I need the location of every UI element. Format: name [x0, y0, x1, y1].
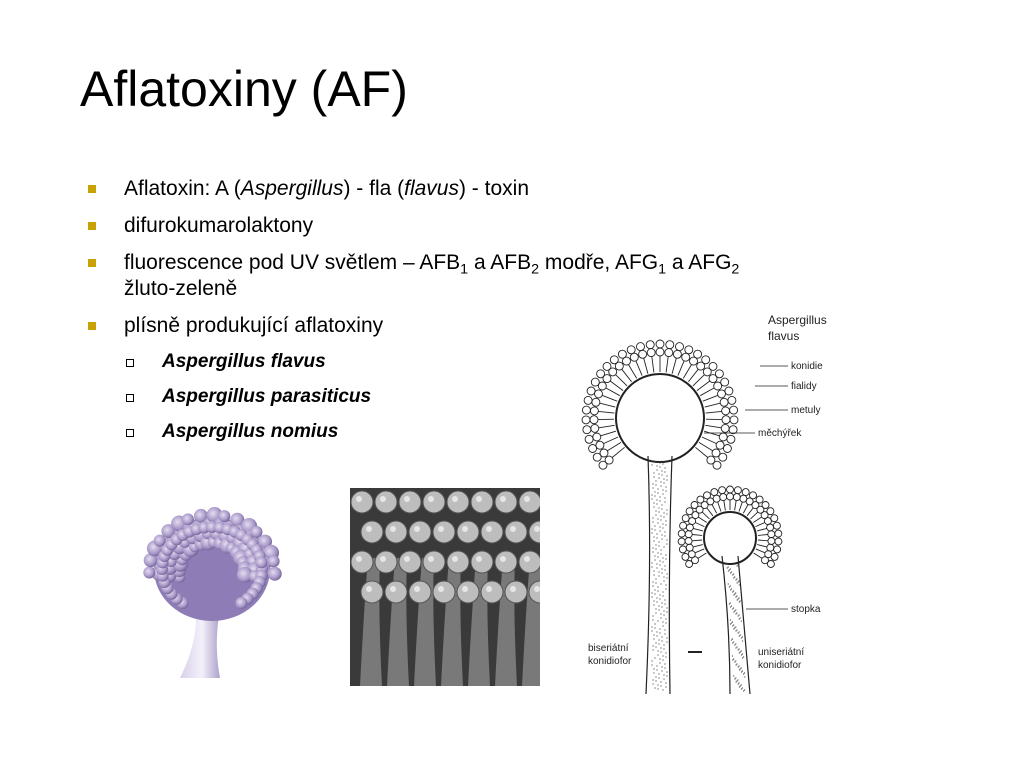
bullet-text: Aflatoxin: A (	[124, 177, 241, 200]
square-bullet-icon	[88, 322, 96, 330]
bullet-text: a AFB	[468, 251, 532, 274]
sub-bullet-text: Aspergillus nomius	[162, 421, 339, 442]
square-bullet-icon	[88, 259, 96, 267]
bullet-text: difurokumarolaktony	[124, 214, 314, 237]
bullet-text: fluorescence pod UV světlem – AFB	[124, 251, 461, 274]
bullet-genus: Aspergillus	[240, 177, 344, 200]
label-konidie: konidie	[791, 361, 823, 372]
bullet-item: difurokumarolaktony	[88, 213, 908, 239]
purple-conidiophore-illustration	[143, 507, 282, 678]
hollow-square-bullet-icon	[126, 359, 134, 367]
bullet-text: ) - fla (	[343, 177, 405, 200]
sub-bullet-item: Aspergillus parasiticus	[126, 385, 908, 409]
subscript: 1	[460, 261, 469, 278]
bullet-text: a AFG	[666, 251, 732, 274]
label-fialidy: fialidy	[791, 381, 817, 392]
sub-bullet-text: Aspergillus flavus	[162, 351, 326, 372]
right-caption: konidiofor	[758, 660, 802, 671]
sub-bullet-item: Aspergillus nomius	[126, 420, 908, 444]
left-caption: biseriátní	[588, 643, 629, 654]
bullet-text: ) - toxin	[458, 177, 529, 200]
subscript: 2	[531, 261, 540, 278]
sub-bullet-text: Aspergillus parasiticus	[162, 386, 372, 407]
slide-title: Aflatoxiny (AF)	[80, 61, 408, 117]
label-mechyrek: měchýřek	[758, 428, 802, 439]
bullet-item: fluorescence pod UV světlem – AFB1 a AFB…	[88, 250, 908, 302]
bullet-text: modře, AFG	[539, 251, 659, 274]
subscript: 1	[658, 261, 667, 278]
diagram-title: Aspergillus	[768, 313, 827, 327]
square-bullet-icon	[88, 185, 96, 193]
label-metuly: metuly	[791, 405, 820, 416]
square-bullet-icon	[88, 222, 96, 230]
right-caption: uniseriátní	[758, 647, 804, 658]
bullet-species: flavus	[404, 177, 459, 200]
bullet-text: žluto-zeleně	[124, 277, 238, 300]
bullet-list: Aflatoxin: A (Aspergillus) - fla (flavus…	[88, 176, 908, 455]
bullet-item: Aflatoxin: A (Aspergillus) - fla (flavus…	[88, 176, 908, 202]
aspergillus-diagram: Aspergillus flavus konidie fialidy metul…	[580, 306, 855, 696]
bullet-item: plísně produkující aflatoxiny	[88, 313, 908, 339]
sub-bullet-item: Aspergillus flavus	[126, 350, 908, 374]
subscript: 2	[731, 261, 740, 278]
hollow-square-bullet-icon	[126, 429, 134, 437]
hollow-square-bullet-icon	[126, 394, 134, 402]
left-caption: konidiofor	[588, 656, 632, 667]
diagram-title: flavus	[768, 329, 799, 343]
bullet-text: plísně produkující aflatoxiny	[124, 314, 384, 337]
sem-micrograph	[350, 488, 540, 686]
label-stopka: stopka	[791, 604, 821, 615]
